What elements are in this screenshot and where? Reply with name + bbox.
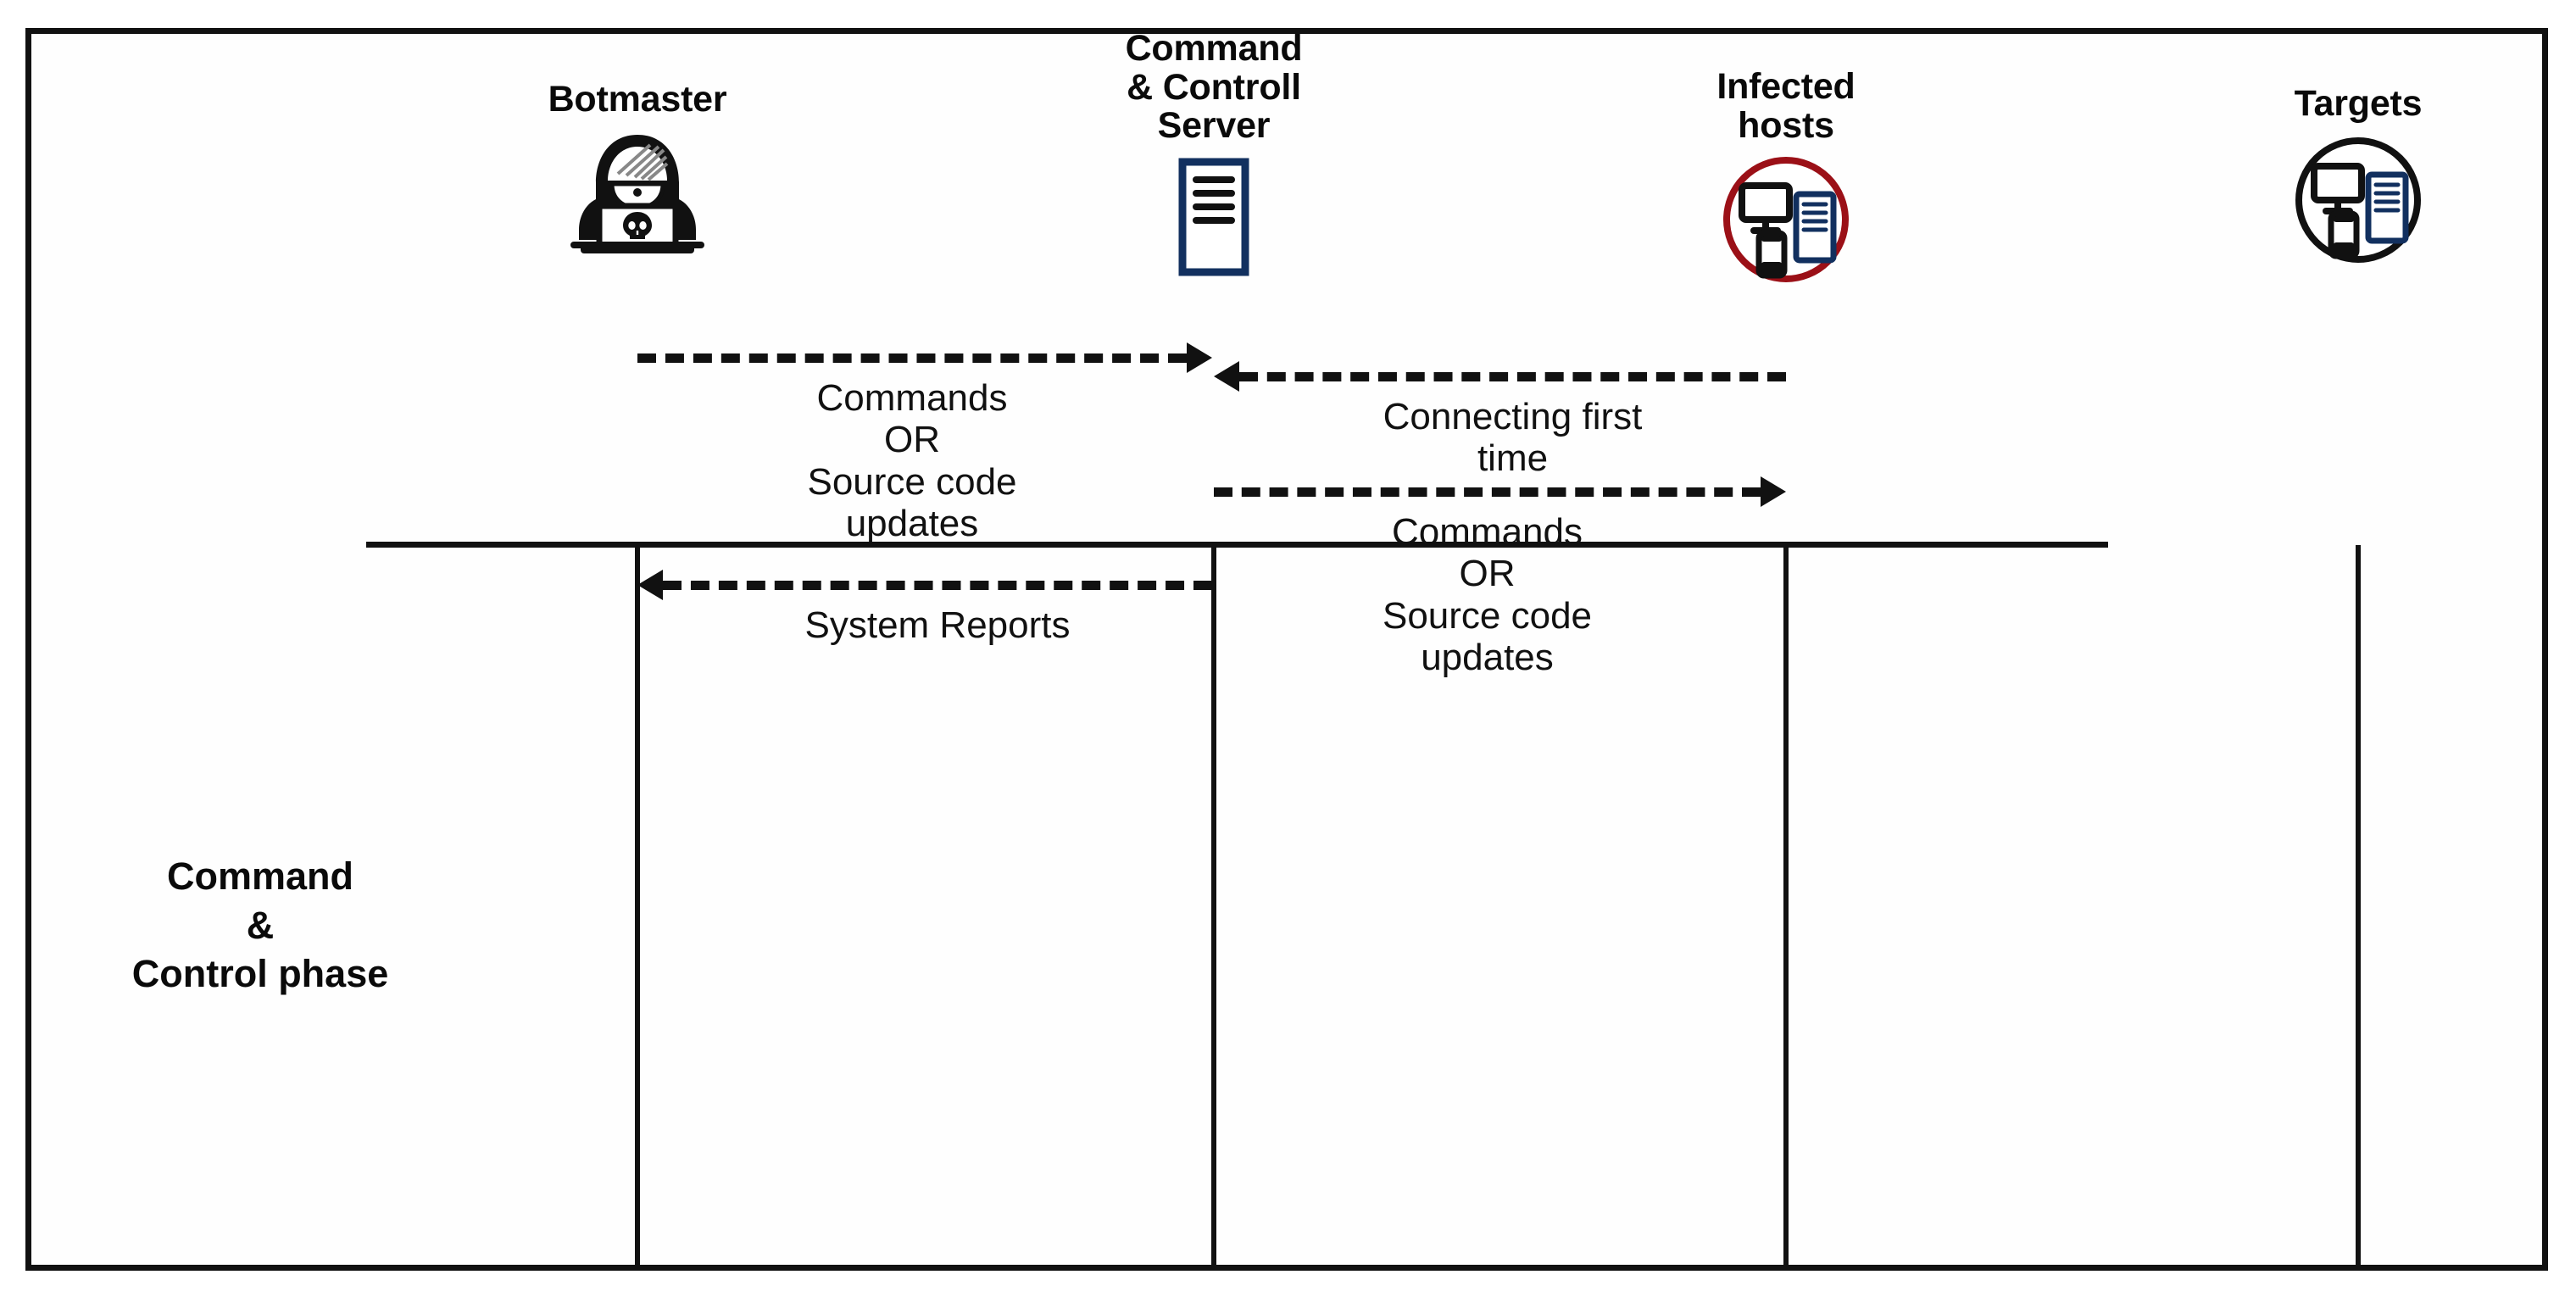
message-label-commands-to-hosts: Commands OR Source code updates	[1382, 511, 1593, 678]
actor-label-botmaster: Botmaster	[548, 79, 727, 120]
message-label-connecting-first-time: Connecting first time	[1383, 396, 1643, 480]
arrowhead-right-icon	[1761, 476, 1786, 507]
message-label-system-reports: System Reports	[804, 604, 1071, 646]
infected-devices-circle-icon	[1608, 152, 1964, 283]
arrowhead-left-icon	[1214, 361, 1239, 392]
phase-label: Command & Control phase	[131, 854, 389, 996]
lifeline-infected-hosts	[1783, 545, 1789, 1271]
server-tower-icon	[1036, 158, 1392, 285]
target-devices-circle-icon	[2180, 132, 2536, 263]
message-line	[1214, 487, 1761, 497]
actor-botmaster[interactable]: Botmaster	[459, 79, 815, 255]
message-line	[1239, 372, 1786, 381]
arrowhead-right-icon	[1187, 342, 1212, 373]
actor-label-cc-server: Command & Controll Server	[1125, 28, 1303, 147]
lifeline-cc-server	[1211, 545, 1216, 1271]
message-line	[663, 581, 1212, 590]
actor-targets[interactable]: Targets	[2180, 83, 2536, 263]
message-label-commands-to-cc: Commands OR Source code updates	[807, 377, 1017, 544]
actor-infected-hosts[interactable]: Infected hosts	[1608, 66, 1964, 283]
lifeline-botmaster	[635, 545, 640, 1271]
diagram-frame: Botmaster	[25, 28, 2548, 1271]
hacker-hoodie-laptop-skull-icon	[459, 128, 815, 255]
actor-cc-server[interactable]: Command & Controll Server	[1036, 28, 1392, 285]
actor-label-targets: Targets	[2294, 83, 2423, 124]
actor-label-infected-hosts: Infected hosts	[1716, 66, 1855, 146]
header-separator-line	[366, 542, 2108, 548]
message-line	[637, 353, 1187, 363]
lifeline-targets	[2356, 545, 2361, 1271]
arrowhead-left-icon	[637, 570, 663, 600]
